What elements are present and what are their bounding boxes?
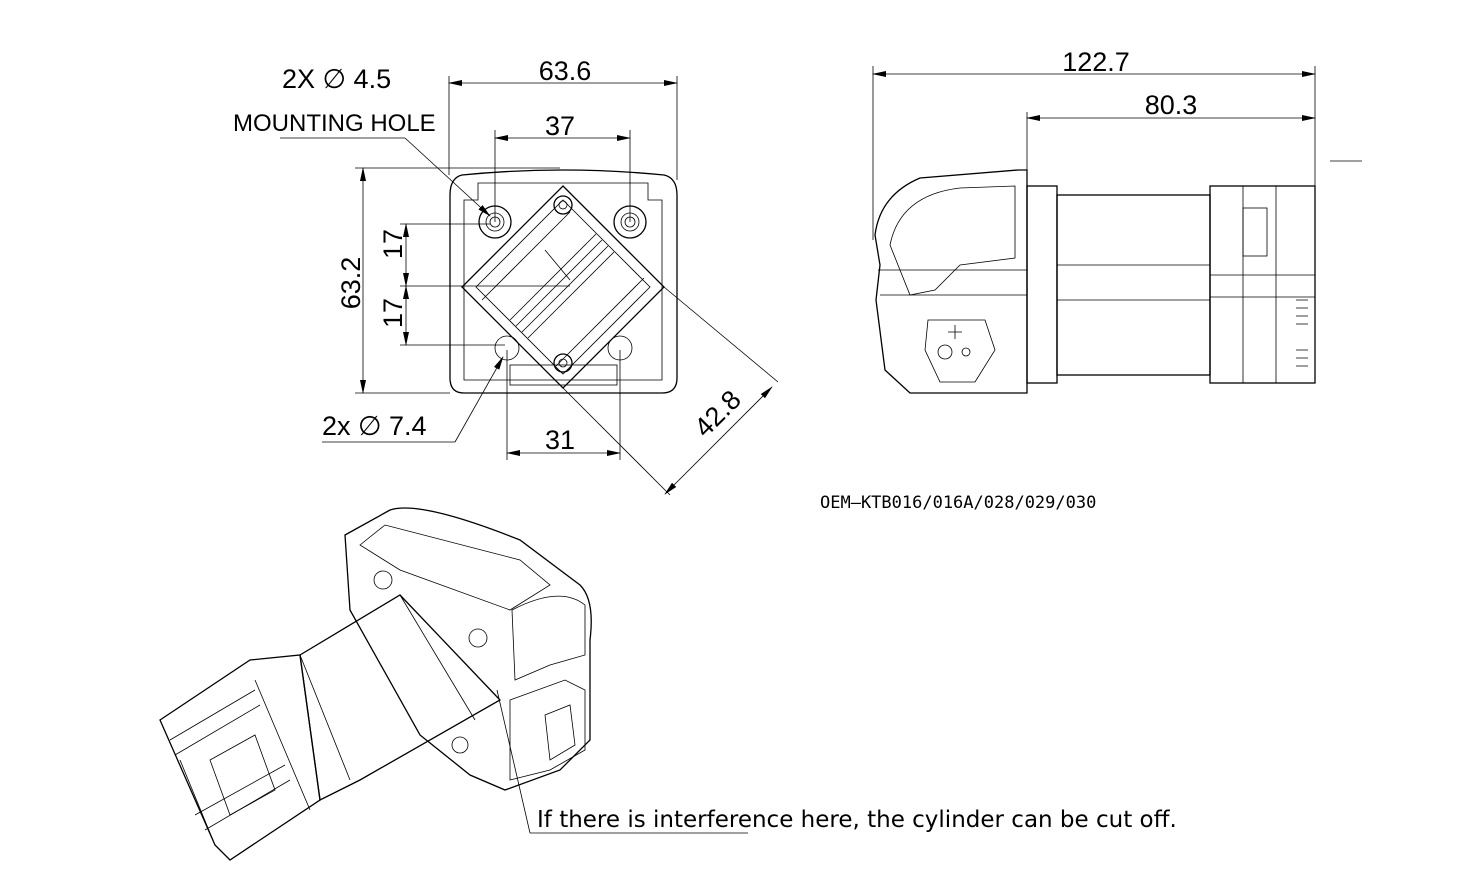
- dim-overall-length: 122.7: [1062, 47, 1130, 77]
- bottom-slot: [509, 364, 618, 386]
- mounting-hole-callout: 2X ∅ 4.5: [282, 64, 391, 94]
- front-view: 63.6 37 63.2 17 17 31 42.8 2X ∅ 4.5 MOUN…: [233, 56, 779, 496]
- iso-cylinder: [299, 594, 502, 801]
- housing-outline: [449, 169, 678, 394]
- dim-width-overall: 63.6: [539, 56, 592, 86]
- dim-cylinder-length: 80.3: [1145, 90, 1198, 120]
- dim-height-overall: 63.2: [336, 257, 366, 310]
- housing-inner: [463, 182, 663, 381]
- dimension-lines: [280, 76, 779, 496]
- dim-bottom-spacing: 31: [545, 425, 575, 455]
- dim-half-upper: 17: [378, 229, 408, 259]
- side-view: 122.7 80.3: [872, 47, 1362, 394]
- isometric-view: [159, 507, 748, 861]
- dim-hole-spacing: 37: [545, 111, 575, 141]
- cylinder: [1056, 194, 1211, 376]
- iso-end-cap: [159, 654, 321, 861]
- model-label: OEM—KTB016/016A/028/029/030: [820, 493, 1096, 513]
- iso-housing: [344, 507, 592, 791]
- mounting-hole-label: MOUNTING HOLE: [233, 110, 436, 137]
- dim-diagonal: 42.8: [688, 384, 746, 442]
- dim-half-lower: 17: [378, 298, 408, 328]
- gripper-head: [874, 169, 1028, 394]
- release-button: [924, 319, 996, 383]
- secondary-hole-callout: 2x ∅ 7.4: [322, 411, 427, 441]
- end-cap: [1209, 185, 1316, 384]
- interference-note: If there is interference here, the cylin…: [537, 807, 1177, 833]
- diamond-body: [461, 185, 665, 389]
- mounting-holes: [478, 195, 647, 373]
